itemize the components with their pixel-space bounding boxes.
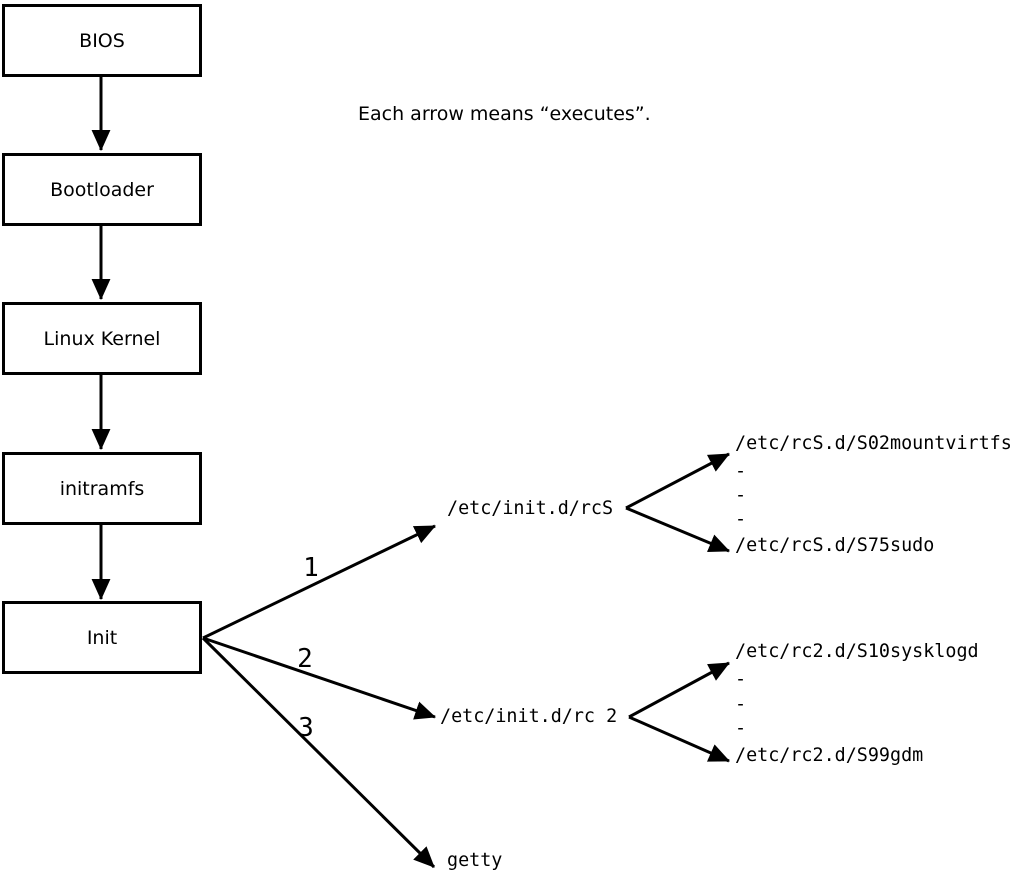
arrow-rc2-to-s99: [628, 715, 730, 763]
branch-label-1: 1: [303, 553, 319, 583]
script-s10sysklogd: /etc/rc2.d/S10sysklogd: [735, 640, 979, 662]
arrow-rcs-to-s75: [625, 506, 730, 553]
node-bios: BIOS: [2, 4, 202, 77]
ellipsis-dash: -: [735, 508, 747, 530]
branch-label-2: 2: [297, 644, 313, 674]
node-linux-kernel-label: Linux Kernel: [43, 327, 161, 350]
node-initramfs: initramfs: [2, 452, 202, 525]
branch-label-3: 3: [298, 713, 314, 743]
script-s99gdm: /etc/rc2.d/S99gdm: [735, 744, 924, 766]
arrow-init-to-getty: [201, 636, 436, 869]
ellipsis-dash: -: [735, 460, 747, 482]
ellipsis-dash: -: [735, 717, 747, 739]
ellipsis-dash: -: [735, 693, 747, 715]
node-bios-label: BIOS: [79, 29, 125, 52]
node-init: Init: [2, 601, 202, 674]
node-bootloader: Bootloader: [2, 153, 202, 226]
arrow-rc2-to-s10: [628, 661, 730, 719]
target-rc2: /etc/init.d/rc 2: [440, 705, 618, 727]
ellipsis-dash: -: [735, 668, 747, 690]
node-initramfs-label: initramfs: [59, 477, 145, 500]
arrow-rcs-to-s02: [625, 452, 730, 510]
target-rcs: /etc/init.d/rcS: [447, 497, 614, 519]
node-bootloader-label: Bootloader: [50, 178, 154, 201]
script-s75sudo: /etc/rcS.d/S75sudo: [735, 534, 935, 556]
arrow-init-to-rc2: [202, 636, 436, 720]
node-linux-kernel: Linux Kernel: [2, 302, 202, 375]
node-init-label: Init: [86, 626, 118, 649]
arrow-init-to-rcs: [202, 524, 436, 640]
script-s02mountvirtfs: /etc/rcS.d/S02mountvirtfs: [735, 432, 1012, 454]
target-getty: getty: [447, 849, 503, 871]
legend-note: Each arrow means “executes”.: [358, 103, 651, 125]
ellipsis-dash: -: [735, 484, 747, 506]
